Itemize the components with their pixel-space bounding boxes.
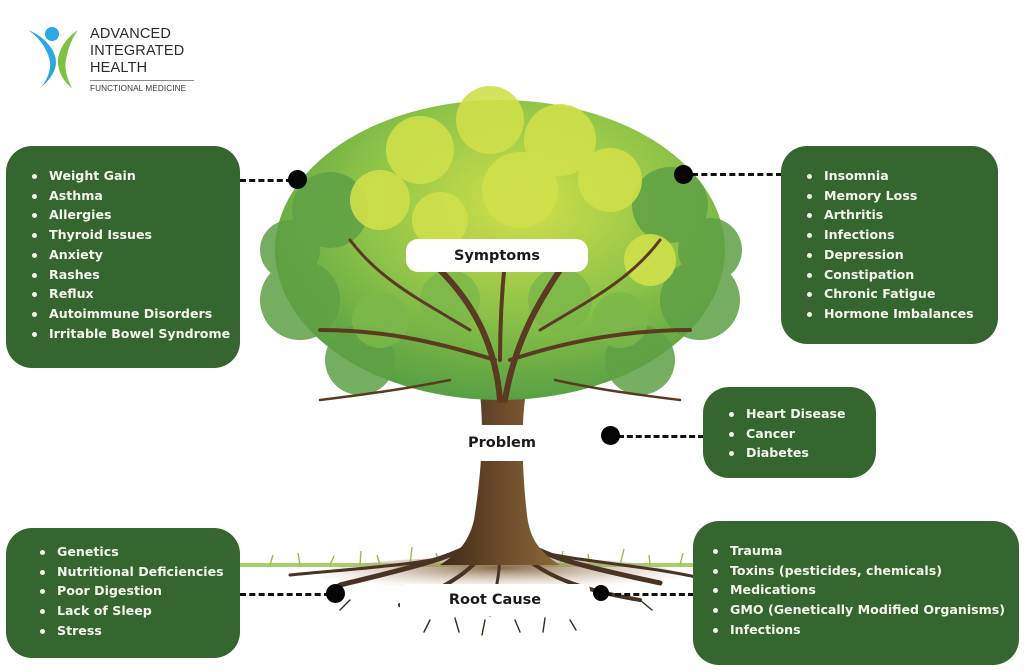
list-item: Heart Disease xyxy=(725,404,876,424)
list-item: Hormone Imbalances xyxy=(803,304,998,324)
brand-line-2: INTEGRATED xyxy=(90,43,185,59)
connector-problem xyxy=(618,435,704,438)
symptoms-list-right: Insomnia Memory Loss Arthritis Infection… xyxy=(781,146,998,344)
problem-label: Problem xyxy=(412,425,592,461)
list-item: Autoimmune Disorders xyxy=(28,304,240,324)
list-item: Cancer xyxy=(725,424,876,444)
list-item: Depression xyxy=(803,245,998,265)
brand-divider xyxy=(90,80,194,81)
symptoms-label: Symptoms xyxy=(406,239,588,272)
list-item: Weight Gain xyxy=(28,166,240,186)
brand-subtitle: FUNCTIONAL MEDICINE xyxy=(90,84,187,93)
connector-dot-root-right xyxy=(593,585,609,601)
list-item: Rashes xyxy=(28,265,240,285)
list-item: Arthritis xyxy=(803,205,998,225)
brand-line-1: ADVANCED xyxy=(90,26,172,42)
list-item: Asthma xyxy=(28,186,240,206)
connector-dot-root-left xyxy=(326,584,345,603)
list-item: Reflux xyxy=(28,284,240,304)
connector-root-left xyxy=(240,593,330,596)
brand-line-3: HEALTH xyxy=(90,60,148,76)
list-item: Infections xyxy=(803,225,998,245)
list-item: Genetics xyxy=(36,542,240,562)
brand-logo: ADVANCED INTEGRATED HEALTH FUNCTIONAL ME… xyxy=(26,24,206,96)
list-item: Constipation xyxy=(803,265,998,285)
list-item: Irritable Bowel Syndrome xyxy=(28,324,240,344)
list-item: Toxins (pesticides, chemicals) xyxy=(709,561,1019,581)
person-figure-logo-icon xyxy=(28,27,78,88)
connector-root-right xyxy=(606,593,694,596)
list-item: Insomnia xyxy=(803,166,998,186)
list-item: Nutritional Deficiencies xyxy=(36,562,240,582)
list-item: Lack of Sleep xyxy=(36,601,240,621)
root-cause-list-right: Trauma Toxins (pesticides, chemicals) Me… xyxy=(693,521,1019,665)
symptoms-list-left: Weight Gain Asthma Allergies Thyroid Iss… xyxy=(6,146,240,368)
root-cause-list-left: Genetics Nutritional Deficiencies Poor D… xyxy=(6,528,240,658)
connector-dot-symptoms-left xyxy=(288,170,307,189)
list-item: Anxiety xyxy=(28,245,240,265)
connector-dot-problem xyxy=(601,426,620,445)
problem-list: Heart Disease Cancer Diabetes xyxy=(703,387,876,478)
list-item: Allergies xyxy=(28,205,240,225)
list-item: Infections xyxy=(709,620,1019,640)
list-item: Stress xyxy=(36,621,240,641)
list-item: GMO (Genetically Modified Organisms) xyxy=(709,600,1019,620)
brand-name: ADVANCED INTEGRATED HEALTH FUNCTIONAL ME… xyxy=(90,26,194,93)
root-cause-label: Root Cause xyxy=(400,584,590,616)
connector-symptoms-right xyxy=(692,173,782,176)
list-item: Poor Digestion xyxy=(36,581,240,601)
list-item: Thyroid Issues xyxy=(28,225,240,245)
list-item: Chronic Fatigue xyxy=(803,284,998,304)
list-item: Memory Loss xyxy=(803,186,998,206)
connector-dot-symptoms-right xyxy=(674,165,693,184)
connector-symptoms-left xyxy=(240,179,292,182)
trunk xyxy=(440,380,560,565)
list-item: Diabetes xyxy=(725,443,876,463)
list-item: Trauma xyxy=(709,541,1019,561)
branches xyxy=(318,238,692,403)
list-item: Medications xyxy=(709,580,1019,600)
